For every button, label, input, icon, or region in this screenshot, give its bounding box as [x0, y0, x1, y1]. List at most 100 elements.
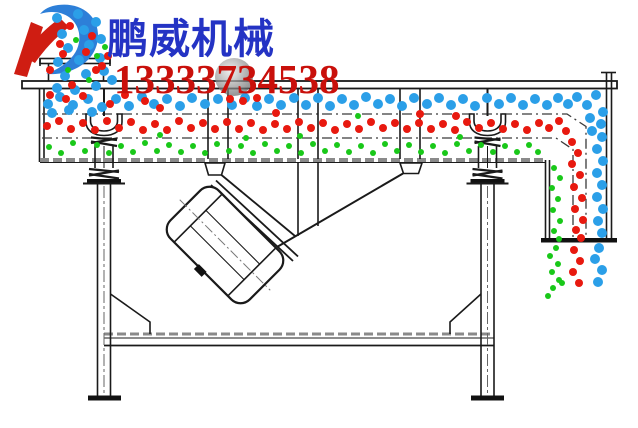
particles-layer [43, 9, 608, 299]
particle-medium_red [571, 205, 579, 213]
particle-large_blue [530, 94, 540, 104]
particle-medium_red [46, 91, 54, 99]
particle-small_green [551, 228, 557, 234]
particle-medium_red [391, 119, 399, 127]
particle-medium_red [463, 118, 471, 126]
particle-medium_red [67, 125, 75, 133]
particle-medium_red [523, 126, 531, 134]
particle-small_green [70, 140, 76, 146]
particle-large_blue [598, 204, 608, 214]
particle-medium_red [569, 268, 577, 276]
particle-large_blue [397, 101, 407, 111]
particle-medium_red [439, 120, 447, 128]
motor-mount [203, 162, 424, 262]
particle-small_green [130, 149, 136, 155]
particle-medium_red [307, 124, 315, 132]
particle-small_green [355, 113, 361, 119]
particle-medium_red [98, 62, 106, 70]
particle-medium_red [43, 122, 51, 130]
particle-large_blue [276, 100, 286, 110]
particle-medium_red [576, 257, 584, 265]
particle-medium_red [568, 160, 576, 168]
particle-large_blue [458, 94, 468, 104]
particle-large_blue [592, 192, 602, 202]
particle-large_blue [590, 254, 600, 264]
particle-medium_red [295, 118, 303, 126]
particle-large_blue [63, 43, 73, 53]
particle-medium_red [127, 118, 135, 126]
particle-medium_red [121, 91, 129, 99]
particle-large_blue [597, 228, 607, 238]
particle-small_green [65, 67, 71, 73]
particle-medium_red [570, 246, 578, 254]
foot-plate [88, 395, 121, 401]
particle-medium_red [283, 125, 291, 133]
particle-medium_red [415, 119, 423, 127]
particle-medium_red [577, 234, 585, 242]
particle-small_green [550, 207, 556, 213]
particle-small_green [82, 148, 88, 154]
particle-medium_red [576, 171, 584, 179]
particle-small_green [73, 37, 79, 43]
particle-large_blue [81, 69, 91, 79]
particle-small_green [442, 150, 448, 156]
particle-large_blue [409, 93, 419, 103]
particle-small_green [370, 150, 376, 156]
particle-large_blue [52, 83, 62, 93]
particle-medium_red [535, 119, 543, 127]
watermark-sphere [215, 58, 253, 96]
vibration-motor [165, 185, 285, 305]
particle-medium_red [151, 120, 159, 128]
particle-medium_red [66, 22, 74, 30]
particle-large_blue [596, 119, 606, 129]
particle-small_green [102, 44, 108, 50]
particle-small_green [406, 142, 412, 148]
coil-spring [90, 136, 118, 148]
particle-medium_red [79, 119, 87, 127]
particle-small_green [86, 77, 92, 83]
particle-small_green [490, 149, 496, 155]
particle-medium_red [88, 32, 96, 40]
particle-large_blue [53, 57, 63, 67]
particle-medium_red [452, 112, 460, 120]
spring-seat [85, 113, 123, 137]
particle-medium_red [562, 127, 570, 135]
particle-small_green [430, 143, 436, 149]
particle-small_green [358, 143, 364, 149]
particle-small_green [178, 149, 184, 155]
particle-small_green [238, 143, 244, 149]
particle-large_blue [52, 13, 62, 23]
particle-medium_red [578, 194, 586, 202]
particle-medium_red [253, 94, 261, 102]
particle-large_blue [79, 25, 89, 35]
particle-large_blue [594, 243, 604, 253]
particle-medium_red [104, 52, 112, 60]
particle-small_green [526, 142, 532, 148]
left-leg [88, 183, 121, 401]
right-gusset [449, 293, 482, 334]
particle-medium_red [56, 40, 64, 48]
particle-large_blue [60, 71, 70, 81]
particle-small_green [382, 141, 388, 147]
particle-small_green [549, 185, 555, 191]
particle-medium_red [545, 124, 553, 132]
particle-large_blue [301, 100, 311, 110]
particle-large_blue [97, 102, 107, 112]
particle-large_blue [175, 101, 185, 111]
particle-medium_red [331, 126, 339, 134]
company-logo [14, 4, 99, 77]
particle-small_green [94, 53, 100, 59]
particle-small_green [478, 142, 484, 148]
particle-medium_red [141, 97, 149, 105]
particle-large_blue [84, 40, 94, 50]
particle-small_green [250, 150, 256, 156]
particle-large_blue [47, 108, 57, 118]
particle-small_green [322, 148, 328, 154]
particle-large_blue [506, 93, 516, 103]
left-gusset [110, 293, 151, 334]
particle-medium_red [487, 119, 495, 127]
particle-large_blue [200, 99, 210, 109]
particle-medium_red [68, 81, 76, 89]
particle-medium_red [427, 125, 435, 133]
